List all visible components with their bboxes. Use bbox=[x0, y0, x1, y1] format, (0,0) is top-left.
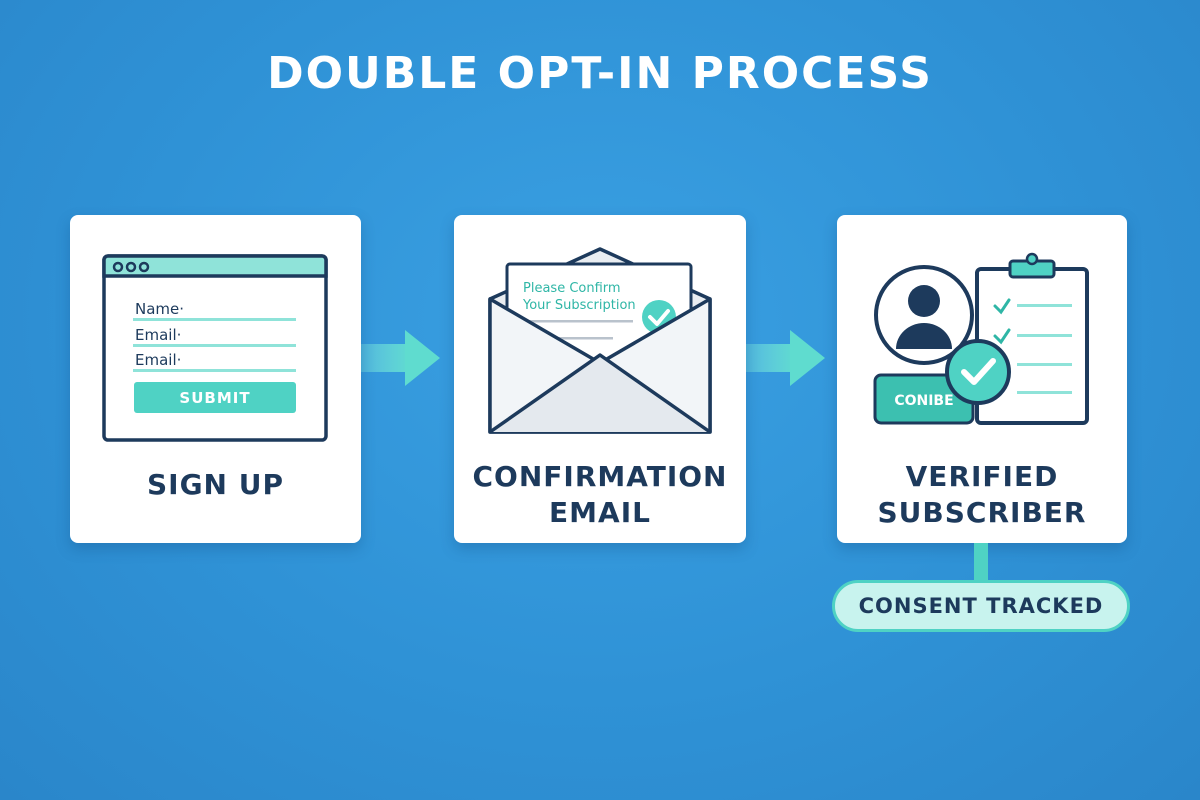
envelope-illustration: Please Confirm Your Subscription bbox=[488, 247, 712, 434]
envelope-icon: Please Confirm Your Subscription bbox=[488, 247, 712, 434]
step-card-verified-subscriber: CONIBE VERIFIED SUBSCRIBER bbox=[837, 215, 1127, 543]
form-field-name[interactable]: Name· bbox=[133, 300, 296, 321]
page-title: DOUBLE OPT-IN PROCESS bbox=[267, 48, 933, 99]
form-field-label: Email· bbox=[135, 351, 181, 369]
step-label-verified-subscriber: VERIFIED SUBSCRIBER bbox=[837, 459, 1127, 531]
step-label-line: SIGN UP bbox=[146, 468, 284, 501]
step-label-line: EMAIL bbox=[549, 496, 651, 529]
consent-tracked-label: CONSENT TRACKED bbox=[858, 594, 1104, 618]
letter-text-line2: Your Subscription bbox=[522, 298, 636, 313]
user-avatar-icon bbox=[874, 265, 974, 365]
step-label-line: CONFIRMATION bbox=[472, 460, 728, 493]
form-field-email-confirm[interactable]: Email· bbox=[133, 351, 296, 372]
verified-check-icon bbox=[945, 339, 1011, 405]
step-card-confirmation-email: Please Confirm Your Subscription CONFIRM… bbox=[454, 215, 746, 543]
consent-tracked-badge: CONSENT TRACKED bbox=[832, 580, 1130, 632]
step-label-confirmation-email: CONFIRMATION EMAIL bbox=[454, 459, 746, 531]
form-field-label: Name· bbox=[135, 300, 184, 318]
form-field-label: Email· bbox=[135, 326, 181, 344]
signup-form-illustration: Name· Email· Email· SUBMIT bbox=[102, 254, 328, 442]
arrow-right-icon bbox=[746, 330, 825, 386]
submit-button-label: SUBMIT bbox=[179, 389, 250, 407]
window-dots-icon bbox=[112, 261, 150, 273]
step-label-line: VERIFIED bbox=[905, 460, 1059, 493]
letter-text-line1: Please Confirm bbox=[523, 281, 621, 296]
consent-connector bbox=[974, 543, 988, 583]
verified-subscriber-illustration: CONIBE bbox=[873, 252, 1089, 425]
badge-text: CONIBE bbox=[894, 393, 953, 409]
step-label-line: SUBSCRIBER bbox=[877, 496, 1087, 529]
submit-button[interactable]: SUBMIT bbox=[134, 382, 296, 413]
step-label-sign-up: SIGN UP bbox=[70, 467, 361, 503]
step-card-sign-up: Name· Email· Email· SUBMIT SIGN UP bbox=[70, 215, 361, 543]
arrow-right-icon bbox=[361, 330, 440, 386]
form-field-email[interactable]: Email· bbox=[133, 326, 296, 347]
